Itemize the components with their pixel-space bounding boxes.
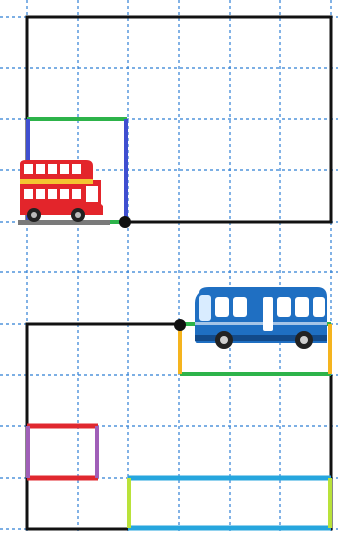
top-figure [18,17,331,228]
pivot-dot-icon [119,216,131,228]
blue-bus-icon [195,287,327,349]
pivot-dot-icon [174,319,186,331]
